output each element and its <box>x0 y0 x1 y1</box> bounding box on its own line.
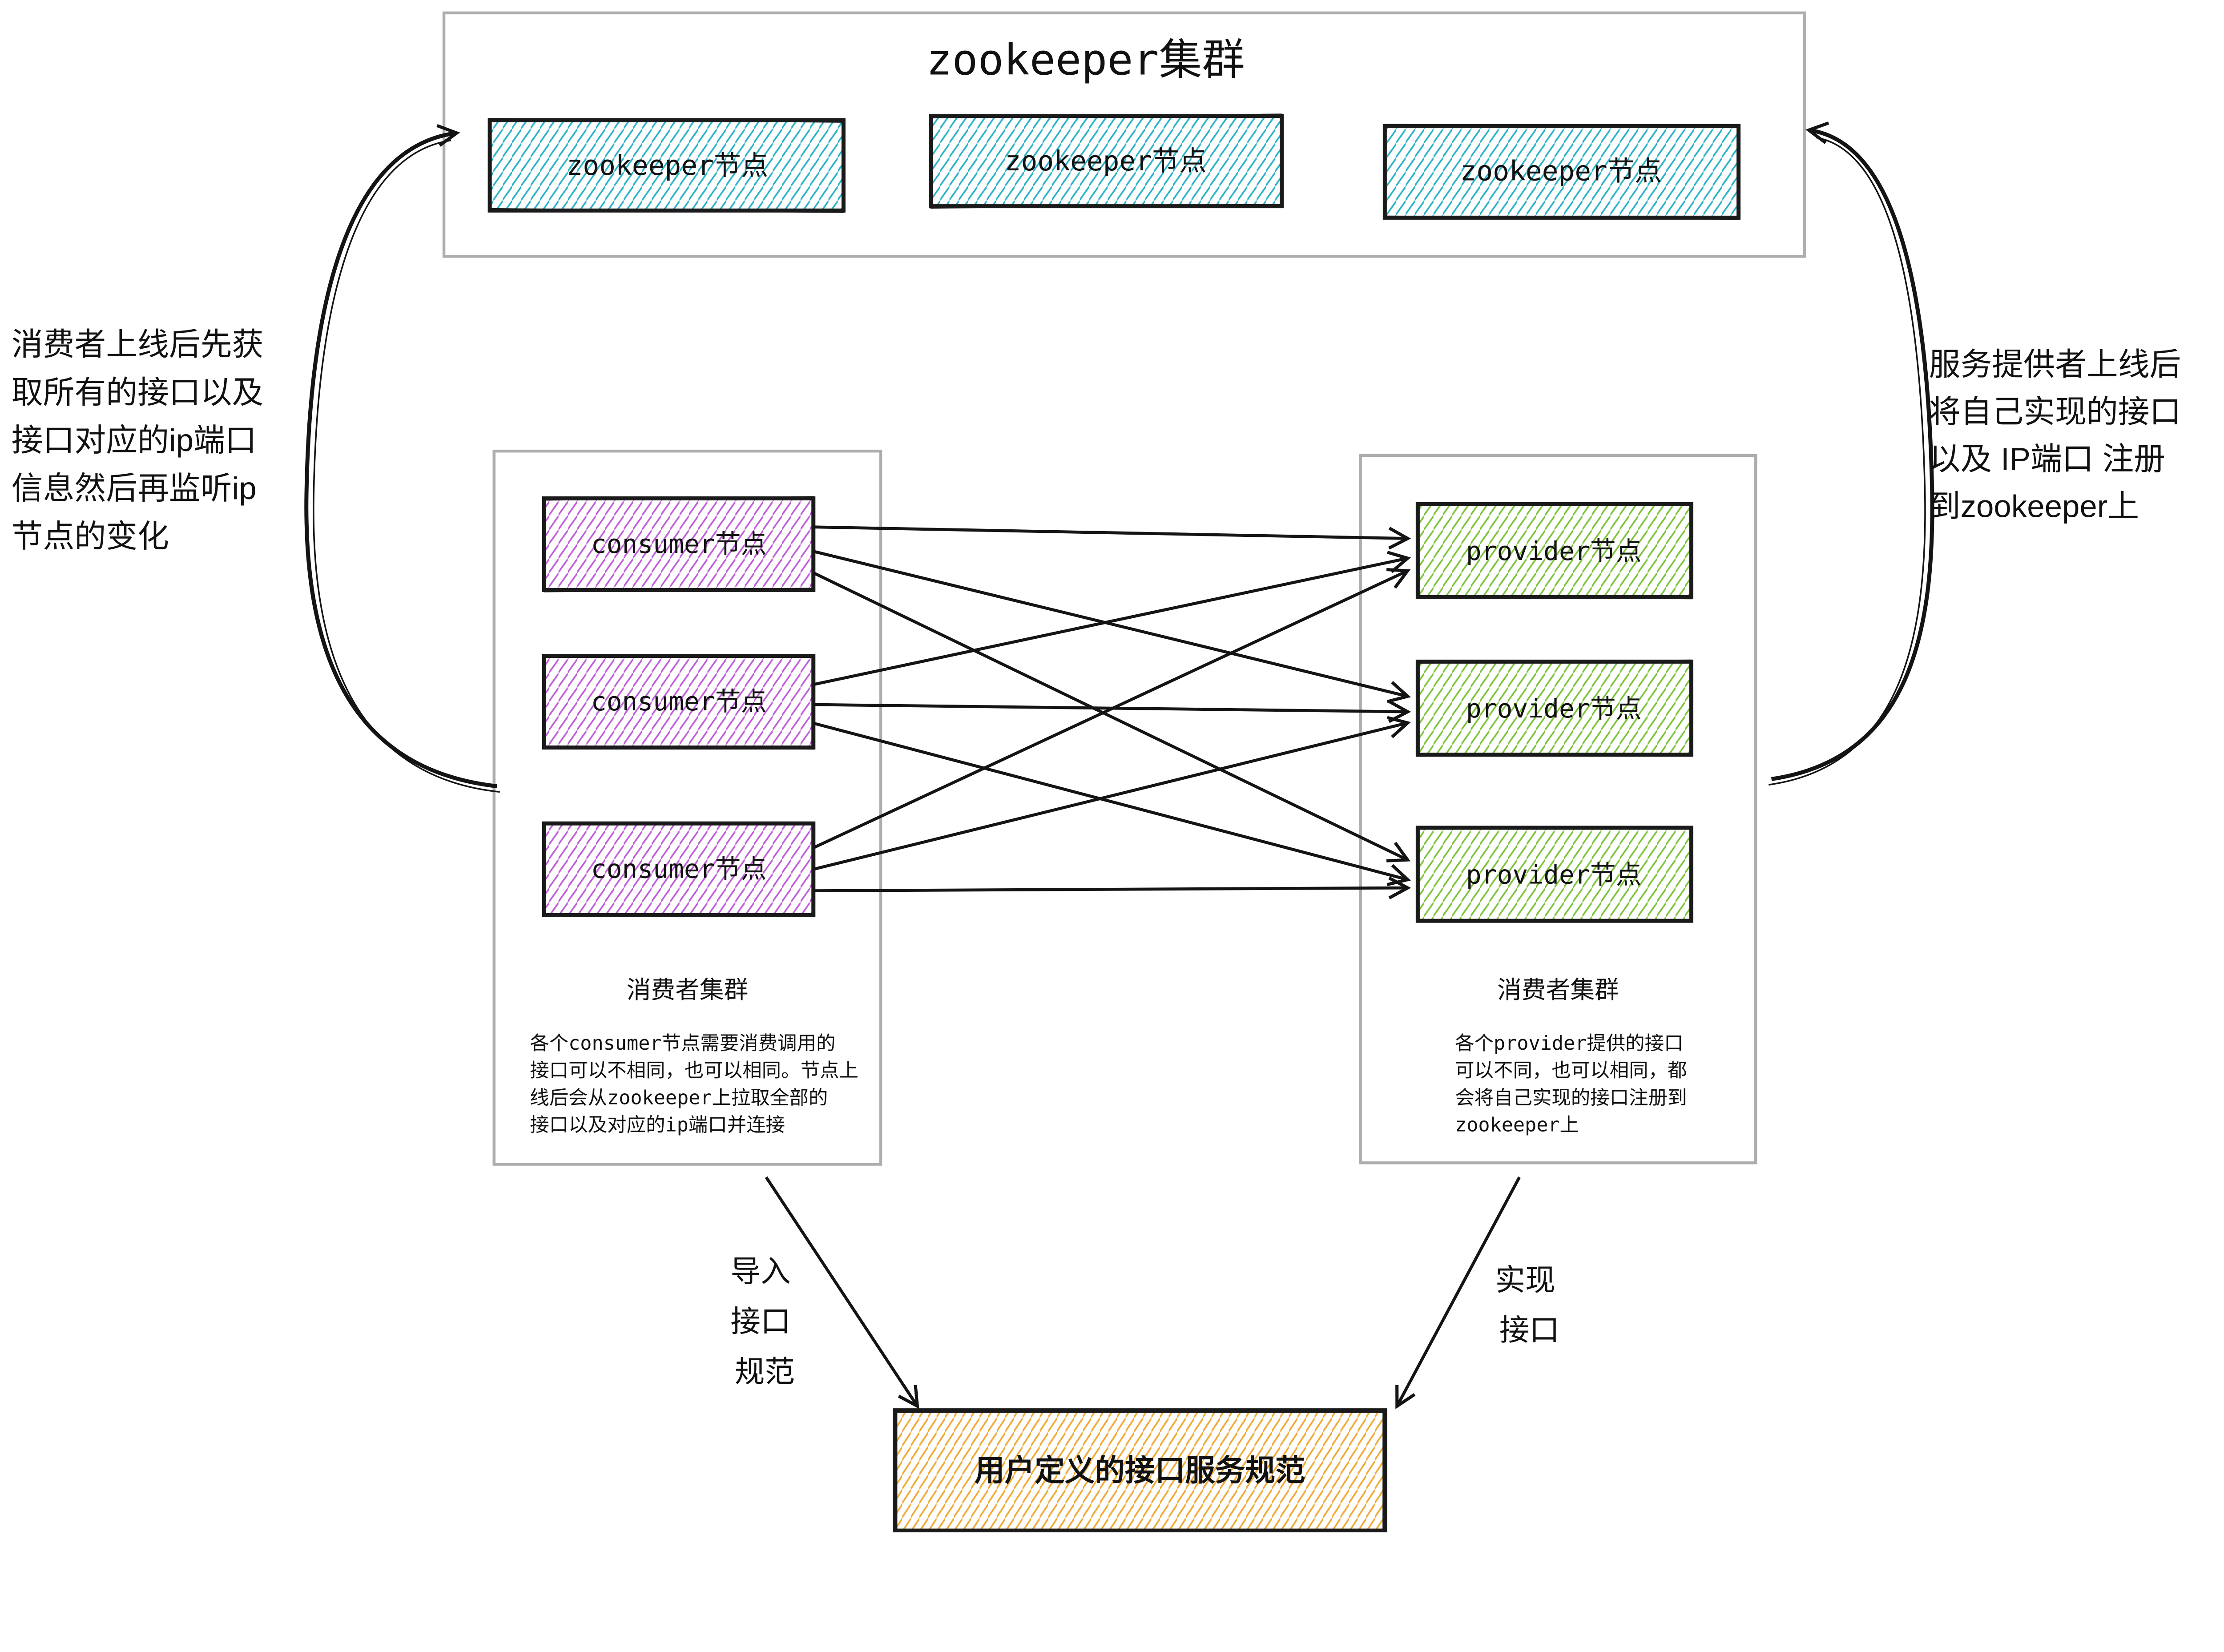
provider-cluster-description: 各个provider提供的接口 可以不同，也可以相同，都 会将自己实现的接口注册… <box>1455 1032 1699 1136</box>
consumer-node-2-box-sketch <box>543 653 815 750</box>
import-label-line-2: 接口 <box>730 1305 790 1338</box>
annotations: 消费者上线后先获 取所有的接口以及 接口对应的ip端口 信息然后再监听ip 节点… <box>12 327 2190 1389</box>
provider-node-1-label: provider节点 <box>1466 536 1642 566</box>
consumer-node-1: consumer节点 <box>542 496 816 592</box>
provider-node-2-label: provider节点 <box>1466 693 1642 724</box>
spec-box: 用户定义的接口服务规范 <box>893 1408 1387 1532</box>
zookeeper-node-1: zookeeper节点 <box>488 118 846 213</box>
right-note: 服务提供者上线后 将自己实现的接口 以及 IP端口 注册 到zookeeper上 <box>1929 347 2190 524</box>
zookeeper-node-1-box-sketch <box>488 118 845 213</box>
provider-node-2-box-sketch <box>1416 659 1693 757</box>
left-note: 消费者上线后先获 取所有的接口以及 接口对应的ip端口 信息然后再监听ip 节点… <box>12 327 272 554</box>
arrow-implement-spec <box>1395 1176 1521 1409</box>
left-note-line-2: 取所有的接口以及 <box>12 375 264 410</box>
consumer-description-line-1: 各个consumer节点需要消费调用的 <box>530 1032 835 1055</box>
curved-arrow-right <box>1771 121 1934 781</box>
right-note-line-2: 将自己实现的接口 <box>1929 395 2181 430</box>
consumer-description-line-4: 接口以及对应的ip端口并连接 <box>530 1114 785 1136</box>
zookeeper-node-2-label: zookeeper节点 <box>1005 145 1207 177</box>
consumer-cluster-box <box>492 449 882 1166</box>
spec-box-rect <box>893 1408 1387 1532</box>
right-note-line-1: 服务提供者上线后 <box>1929 347 2181 383</box>
zookeeper-node-3-box-sketch <box>1383 124 1740 220</box>
import-label: 导入 接口 规范 <box>730 1255 799 1389</box>
arrow-consumer2-provider1 <box>813 551 1411 686</box>
provider-node-3: provider节点 <box>1415 826 1693 923</box>
provider-cluster-label: 消费者集群 <box>1497 976 1619 1003</box>
zookeeper-node-2-box-sketch <box>929 113 1283 209</box>
provider-description-line-3: 会将自己实现的接口注册到 <box>1455 1087 1687 1109</box>
arrow-consumer3-provider1 <box>813 568 1411 850</box>
import-label-line-3: 规范 <box>735 1355 795 1389</box>
curved-arrow-right-sketch <box>1768 137 1926 786</box>
provider-cluster: provider节点 provider节点 provider节点 消费者集群 各… <box>1359 454 1757 1164</box>
provider-node-3-label: provider节点 <box>1466 859 1642 890</box>
left-note-line-5: 节点的变化 <box>12 519 169 554</box>
consumer-description-line-2: 接口可以不相同，也可以相同。节点上 <box>530 1060 858 1082</box>
consumer-node-1-label: consumer节点 <box>591 529 767 559</box>
arrow-consumer3-provider3 <box>813 876 1411 899</box>
consumer-node-1-box-sketch <box>543 496 815 592</box>
zookeeper-node-2: zookeeper节点 <box>929 113 1284 209</box>
consumer-node-3-label: consumer节点 <box>591 854 767 884</box>
right-note-line-3: 以及 IP端口 注册 <box>1929 442 2165 477</box>
registration-arrows <box>304 121 1934 793</box>
import-label-line-1: 导入 <box>730 1255 790 1289</box>
consumer-cluster-label: 消费者集群 <box>627 976 749 1003</box>
consumer-node-2: consumer节点 <box>542 653 816 750</box>
arrow-import-spec <box>765 1176 919 1409</box>
zookeeper-cluster-title: zookeeper集群 <box>926 34 1245 85</box>
provider-description-line-4: zookeeper上 <box>1455 1114 1579 1136</box>
arrow-consumer3-provider2 <box>813 716 1411 871</box>
arrow-consumer2-provider3 <box>813 721 1411 886</box>
provider-node-1: provider节点 <box>1415 502 1693 600</box>
consumer-cluster: consumer节点 consumer节点 consumer节点 消费者集群 各… <box>492 449 882 1166</box>
right-note-line-4: 到zookeeper上 <box>1929 489 2139 524</box>
arrow-consumer1-provider3 <box>813 571 1411 862</box>
zookeeper-node-3: zookeeper节点 <box>1382 124 1741 220</box>
spec-arrows <box>765 1176 1521 1409</box>
consumer-node-3: consumer节点 <box>542 821 816 917</box>
zookeeper-cluster: zookeeper集群 zookeeper节点 zookeeper节点 zook… <box>442 11 1806 258</box>
left-note-line-3: 接口对应的ip端口 <box>12 423 257 458</box>
dubbo-zookeeper-diagram: zookeeper集群 zookeeper节点 zookeeper节点 zook… <box>11 11 2190 1532</box>
left-note-line-4: 信息然后再监听ip <box>12 471 257 506</box>
provider-node-1-box-sketch <box>1416 502 1693 600</box>
implement-label-line-2: 接口 <box>1499 1314 1559 1347</box>
call-arrows <box>813 525 1411 899</box>
provider-node-2: provider节点 <box>1415 659 1693 757</box>
provider-cluster-box <box>1359 454 1757 1164</box>
provider-node-3-box-sketch <box>1416 826 1692 923</box>
curved-arrow-left <box>304 124 497 789</box>
provider-description-line-2: 可以不同，也可以相同，都 <box>1455 1060 1687 1082</box>
arrow-consumer1-provider1 <box>813 525 1411 550</box>
implement-label-line-1: 实现 <box>1495 1264 1555 1297</box>
provider-description-line-1: 各个provider提供的接口 <box>1455 1032 1683 1055</box>
consumer-node-2-label: consumer节点 <box>591 686 767 717</box>
curved-arrow-left-sketch <box>313 139 500 793</box>
spec-box-label: 用户定义的接口服务规范 <box>975 1454 1305 1487</box>
zookeeper-node-3-label: zookeeper节点 <box>1460 156 1662 187</box>
consumer-cluster-description: 各个consumer节点需要消费调用的 接口可以不相同，也可以相同。节点上 线后… <box>530 1032 870 1136</box>
arrow-consumer1-provider2 <box>813 550 1411 703</box>
implement-label: 实现 接口 <box>1495 1264 1563 1347</box>
left-note-line-1: 消费者上线后先获 <box>12 327 264 362</box>
zookeeper-node-1-label: zookeeper节点 <box>566 150 768 181</box>
consumer-description-line-3: 线后会从zookeeper上拉取全部的 <box>530 1087 828 1109</box>
spec-box-rect-sketch <box>894 1408 1386 1532</box>
